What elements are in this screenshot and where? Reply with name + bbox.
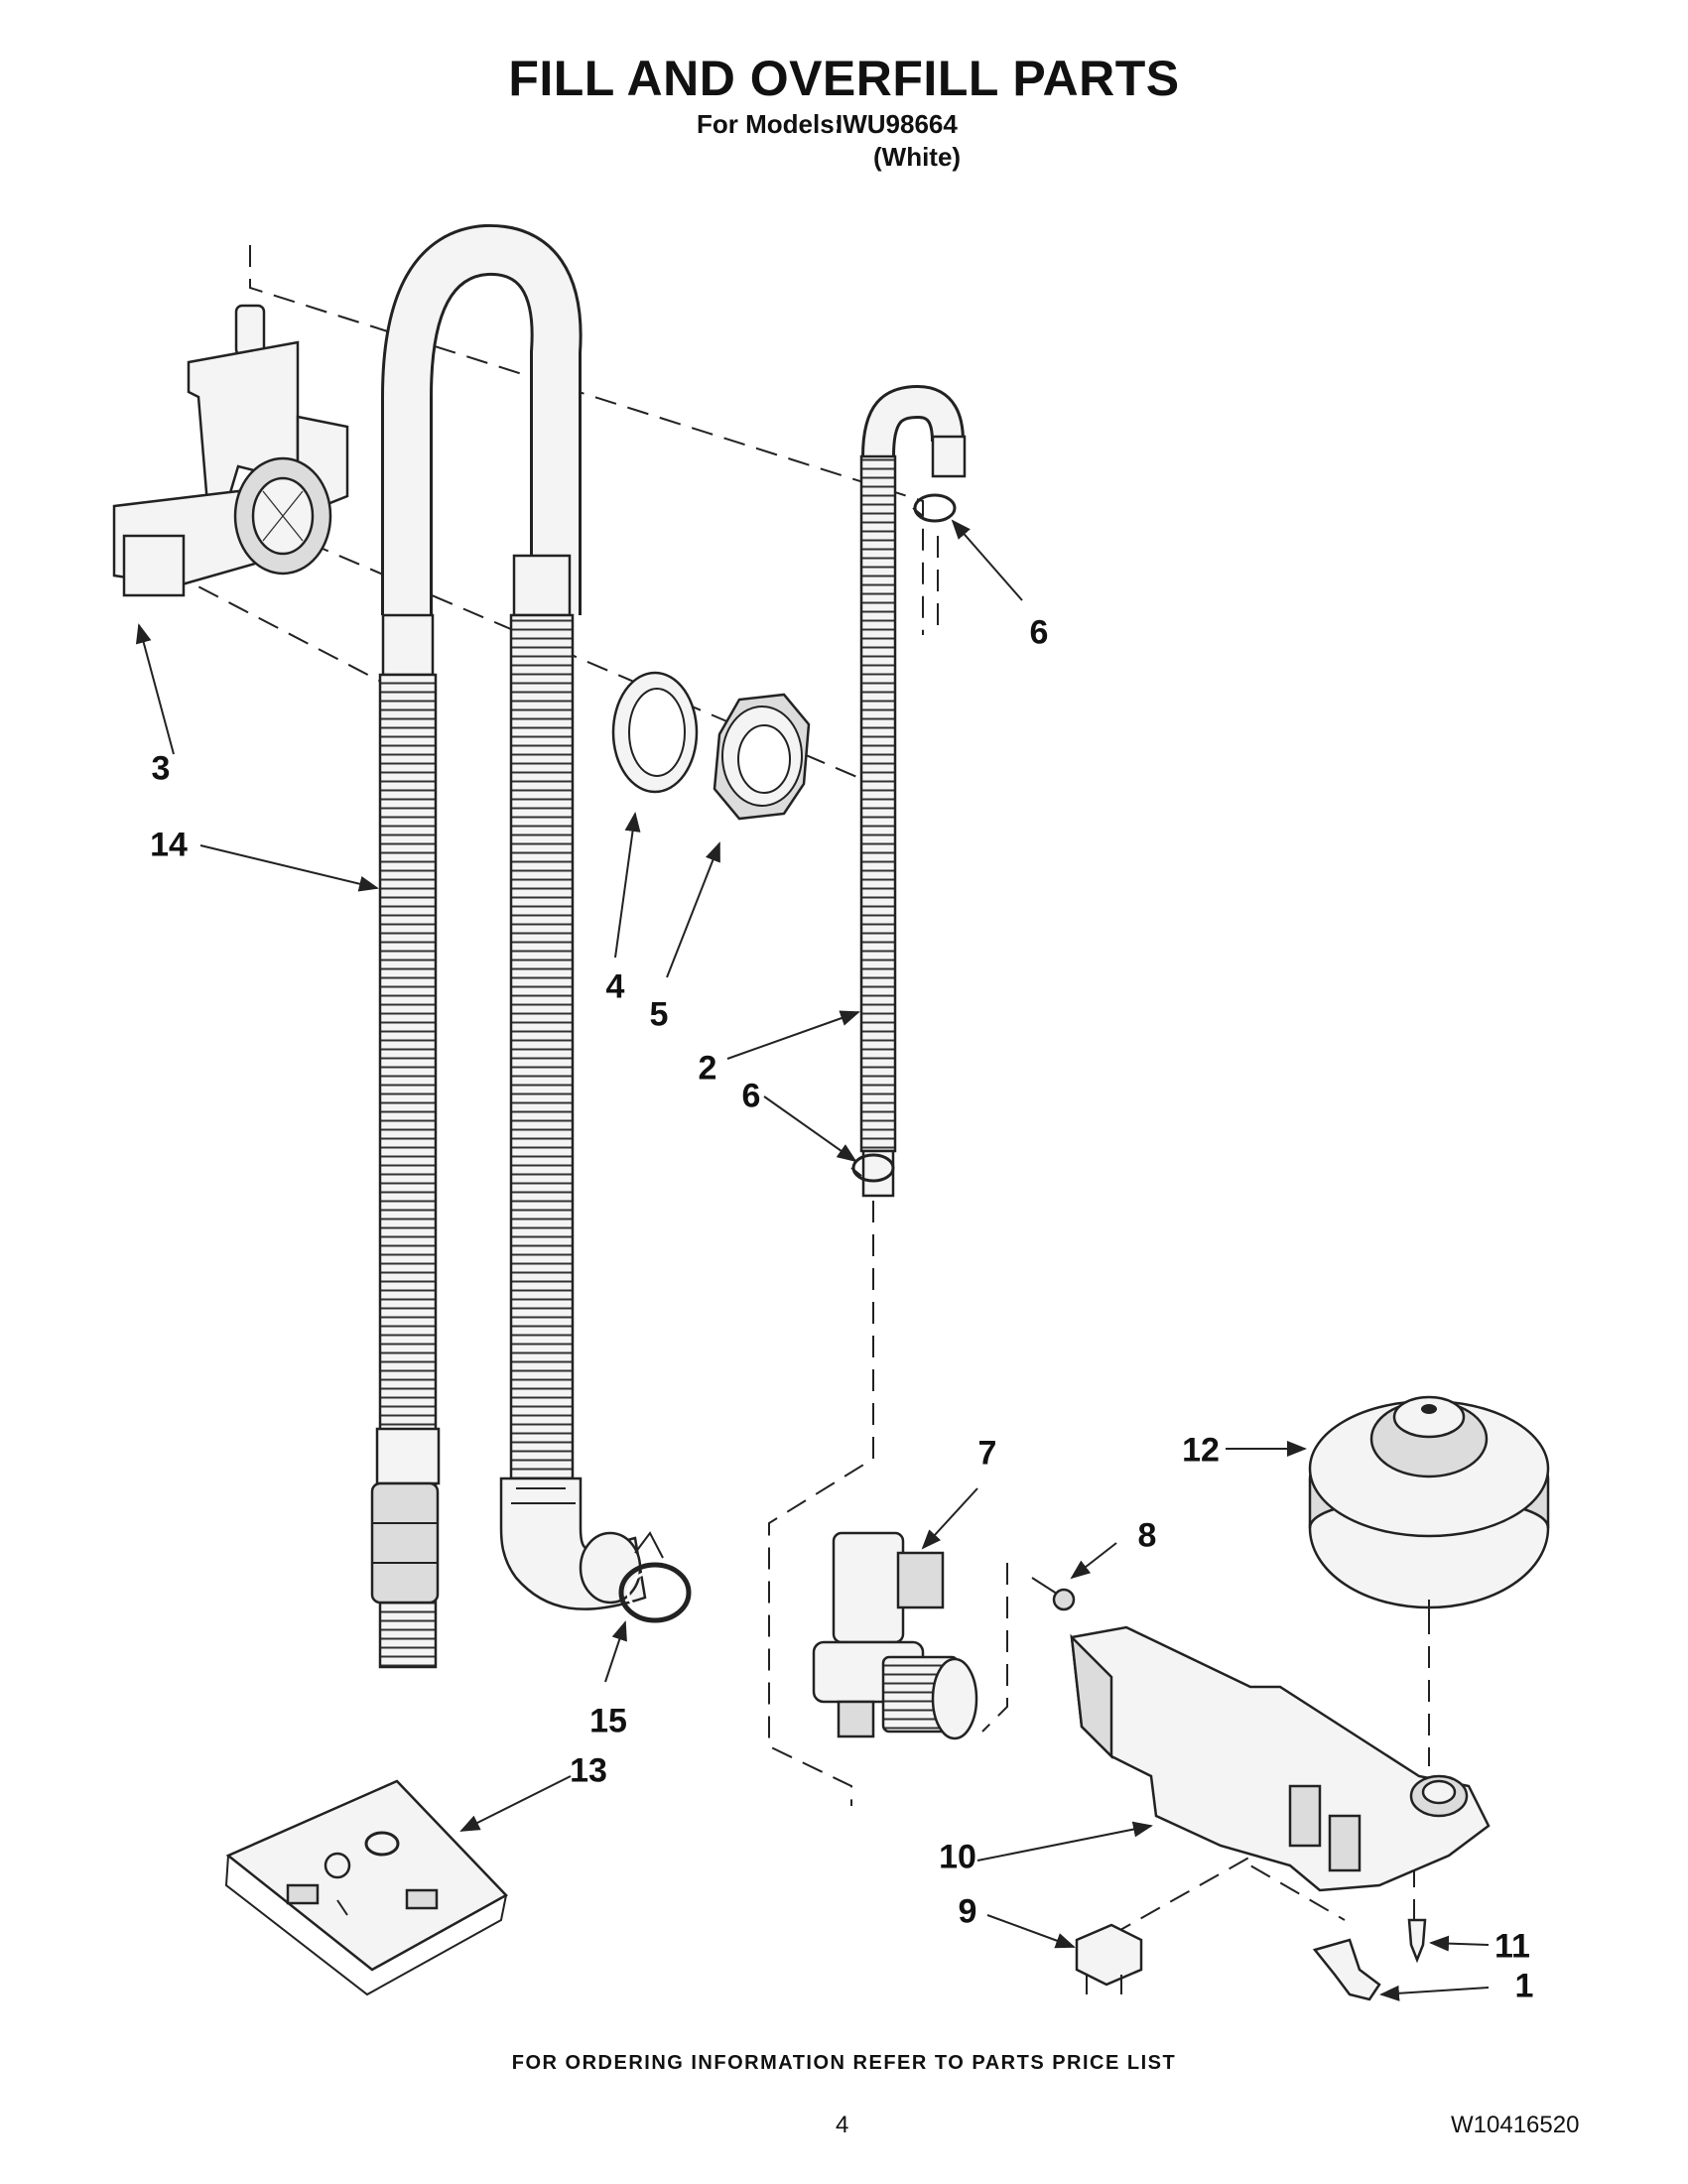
model-number: IWU98664 <box>836 109 958 139</box>
callout-11: 11 <box>1494 1927 1530 1966</box>
callout-6-lower: 6 <box>741 1077 761 1115</box>
models-label: For Models: <box>697 109 844 139</box>
part-8-screw <box>1031 1577 1076 1611</box>
part-6-clamp-lower <box>850 1153 895 1183</box>
leader-arrows <box>135 519 1490 2001</box>
document-number: W10416520 <box>1451 2112 1580 2138</box>
part-2-fill-hose <box>859 384 967 1198</box>
part-7-water-valve <box>812 1531 978 1740</box>
callout-9: 9 <box>958 1892 977 1931</box>
part-3-vent-assembly <box>112 304 349 597</box>
part-9-switch <box>1075 1923 1143 1994</box>
page-number: 4 <box>836 2112 849 2138</box>
callout-10: 10 <box>939 1838 976 1876</box>
callout-3: 3 <box>151 749 171 788</box>
part-6-clamp-upper <box>912 493 957 523</box>
callout-8: 8 <box>1137 1516 1157 1555</box>
part-10-bracket <box>1070 1625 1491 1892</box>
model-color: (White) <box>873 142 962 172</box>
callout-14: 14 <box>150 826 188 864</box>
part-15-spring-clamp <box>618 1531 692 1623</box>
callout-12: 12 <box>1182 1431 1220 1470</box>
part-4-gasket <box>611 671 699 794</box>
callout-2: 2 <box>698 1049 717 1088</box>
part-5-nut <box>713 693 811 821</box>
callout-1: 1 <box>1514 1967 1534 2005</box>
callout-4: 4 <box>605 967 625 1006</box>
page-title: FILL AND OVERFILL PARTS <box>508 51 1180 106</box>
part-13-hardware-bag <box>224 1779 509 1996</box>
part-12-float <box>1308 1395 1550 1612</box>
part-11-screw <box>1407 1918 1427 1964</box>
callout-15: 15 <box>589 1702 627 1740</box>
drain-hose-with-elbow <box>499 554 647 1610</box>
ordering-note: FOR ORDERING INFORMATION REFER TO PARTS … <box>511 2052 1177 2074</box>
callout-5: 5 <box>649 995 669 1034</box>
callout-13: 13 <box>570 1751 607 1790</box>
callout-7: 7 <box>977 1434 997 1473</box>
part-1-lever <box>1312 1938 1381 2001</box>
part-14-hose <box>370 223 583 1669</box>
callout-6-upper: 6 <box>1029 613 1049 652</box>
